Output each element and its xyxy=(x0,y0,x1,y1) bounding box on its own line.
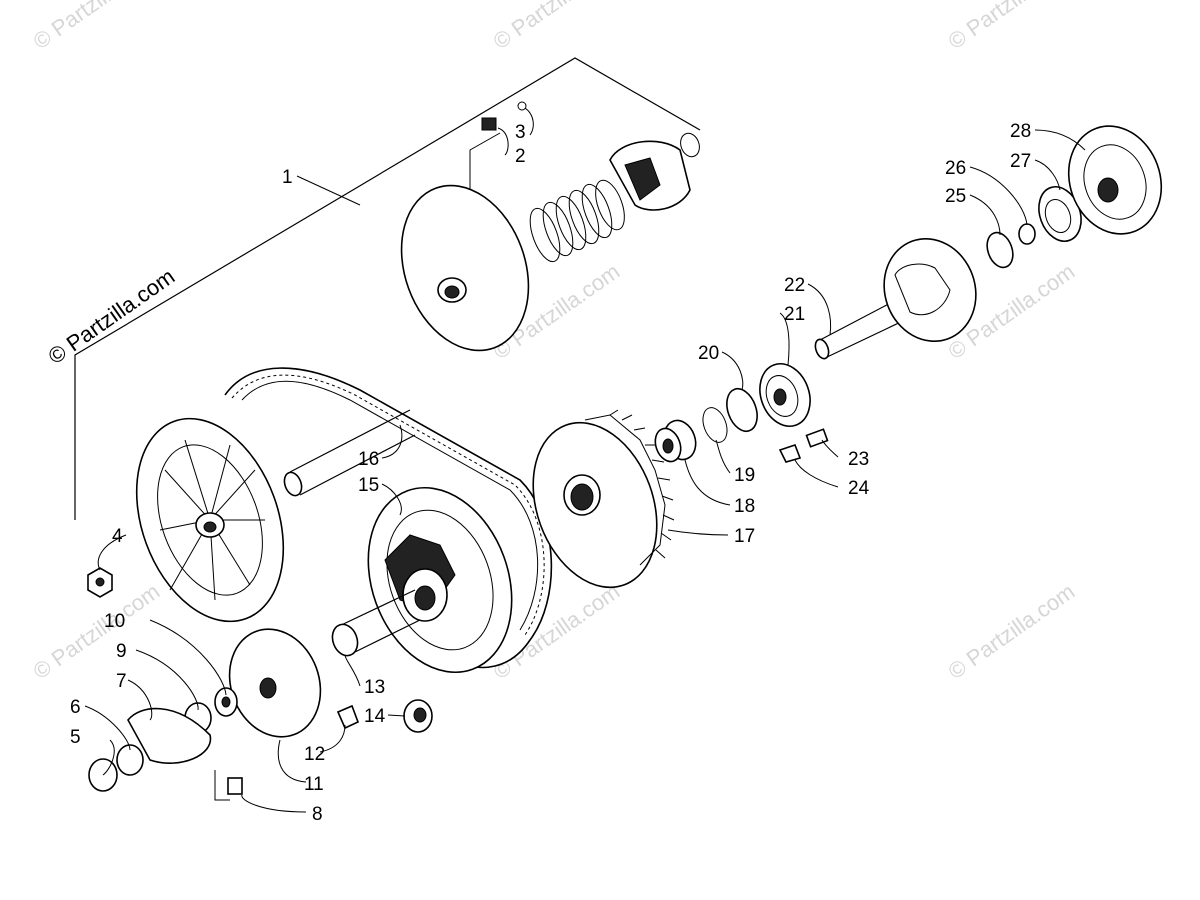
roller-bushing xyxy=(403,699,433,733)
bolt xyxy=(805,428,829,448)
clutch-shoe-assembly xyxy=(1067,125,1163,235)
callout-15: 15 xyxy=(358,475,379,496)
snap-ring xyxy=(680,132,700,158)
callout-5: 5 xyxy=(70,727,81,748)
spacer xyxy=(654,419,697,463)
shaft-sleeve xyxy=(331,589,421,657)
callout-23: 23 xyxy=(848,449,869,470)
callout-12: 12 xyxy=(304,744,325,765)
shaft xyxy=(283,409,416,497)
watermark: © Partzilla.com xyxy=(944,579,1080,685)
movable-sheave xyxy=(228,628,322,738)
nut xyxy=(87,567,113,598)
watermark: © Partzilla.com xyxy=(489,0,625,54)
callout-24: 24 xyxy=(848,478,870,499)
callout-10: 10 xyxy=(104,611,125,632)
callout-20: 20 xyxy=(698,343,719,364)
seal xyxy=(116,744,144,776)
callout-18: 18 xyxy=(734,496,755,517)
callout-7: 7 xyxy=(116,671,127,692)
callout-28: 28 xyxy=(1010,121,1031,142)
seal-ring xyxy=(726,387,758,433)
drive-clutch-assembly xyxy=(367,486,513,674)
spider-cam xyxy=(609,140,691,211)
bearing xyxy=(759,363,811,427)
callout-21: 21 xyxy=(784,304,805,325)
callout-3: 3 xyxy=(515,122,526,143)
callout-9: 9 xyxy=(116,641,127,662)
lock-tab xyxy=(778,443,802,463)
callout-22: 22 xyxy=(784,275,805,296)
watermark: © Partzilla.com xyxy=(29,0,165,54)
callout-27: 27 xyxy=(1010,151,1031,172)
output-shaft xyxy=(814,297,906,360)
callout-16: 16 xyxy=(358,449,379,470)
ring-part xyxy=(702,407,728,443)
slider-button xyxy=(336,704,360,730)
leader-lines xyxy=(84,107,1086,813)
leader-line xyxy=(469,132,501,195)
callout-11: 11 xyxy=(304,774,324,795)
callout-25: 25 xyxy=(945,186,966,207)
callout-14: 14 xyxy=(364,706,386,727)
gasket-plate xyxy=(127,707,212,764)
snap-ring xyxy=(986,231,1014,269)
clip-part xyxy=(481,117,497,131)
callout-26: 26 xyxy=(945,158,966,179)
screw-part xyxy=(517,101,527,111)
driven-clutch-sheave xyxy=(532,409,675,589)
callout-labels: 1 2 3 4 5 6 7 8 9 10 11 12 13 14 15 16 1… xyxy=(70,121,1031,825)
callout-4: 4 xyxy=(112,526,123,547)
callout-1: 1 xyxy=(282,167,293,188)
assembly-bracket-line xyxy=(74,57,701,520)
drive-sheave-face xyxy=(400,184,530,352)
watermark: © Partzilla.com xyxy=(944,0,1080,54)
spring xyxy=(529,179,625,263)
callout-2: 2 xyxy=(515,146,526,167)
callout-17: 17 xyxy=(734,526,755,547)
callout-8: 8 xyxy=(312,804,323,825)
callout-19: 19 xyxy=(734,465,755,486)
clutch-hub xyxy=(883,237,977,343)
copyright-label: © Partzilla.com xyxy=(44,264,180,370)
bolt xyxy=(227,777,243,795)
callout-13: 13 xyxy=(364,677,385,698)
leader-line xyxy=(214,770,230,801)
driven-pulley-fixed-face xyxy=(135,417,285,623)
washer xyxy=(1018,223,1036,245)
callout-6: 6 xyxy=(70,697,81,718)
